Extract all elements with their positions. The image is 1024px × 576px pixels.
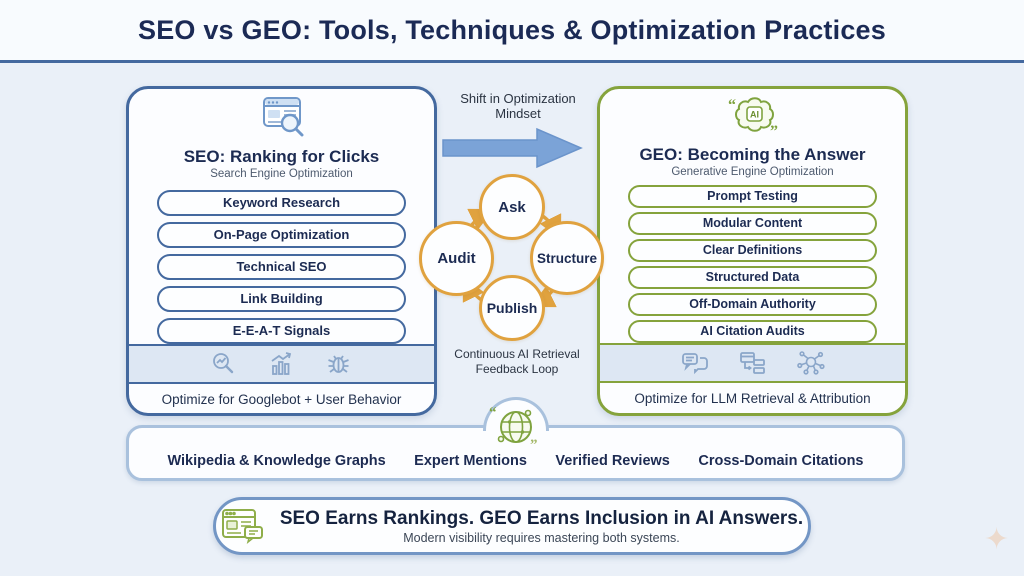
ai-brain-quote-icon: “ AI ” [728, 97, 778, 140]
webpage-chat-icon [221, 509, 263, 544]
citation-item: Expert Mentions [414, 453, 527, 469]
banner-text: SEO Earns Rankings. GEO Earns Inclusion … [280, 508, 803, 545]
seo-panel-footer: Optimize for Googlebot + User Behavior [161, 392, 402, 407]
citation-item: Verified Reviews [555, 453, 670, 469]
loop-step-audit: Audit [419, 221, 494, 296]
geo-panel-subtitle: Generative Engine Optimization [671, 166, 834, 178]
network-nodes-icon [796, 351, 825, 375]
loop-caption: Continuous AI Retrieval Feedback Loop [454, 347, 580, 376]
seo-practice-pill: E-E-A-T Signals [157, 318, 406, 344]
sparkle-watermark: ✦ [984, 523, 1010, 556]
loop-step-ask: Ask [479, 174, 545, 240]
geo-panel: “ AI ” GEO: Becoming the Answer Generati… [597, 86, 908, 416]
citation-item: Cross-Domain Citations [698, 453, 864, 469]
geo-icon-band [600, 343, 905, 383]
geo-practice-pill: Prompt Testing [628, 185, 877, 208]
search-analytics-icon [213, 353, 234, 374]
seo-practice-pill: On-Page Optimization [157, 222, 406, 248]
svg-text:”: ” [530, 437, 538, 453]
seo-practice-pill: Technical SEO [157, 254, 406, 280]
seo-panel: SEO: Ranking for Clicks Search Engine Op… [126, 86, 437, 416]
loop-step-publish: Publish [479, 275, 545, 341]
banner-subline: Modern visibility requires mastering bot… [403, 530, 680, 545]
seo-panel-title: SEO: Ranking for Clicks [183, 147, 380, 166]
svg-text:AI: AI [750, 110, 759, 120]
citations-bar: “ ” Wikipedia & Knowledge Graphs Expert M… [126, 397, 905, 481]
loop-step-structure: Structure [530, 221, 604, 295]
seo-panel-head: SEO: Ranking for Clicks Search Engine Op… [129, 89, 434, 180]
modular-blocks-icon [739, 352, 765, 374]
globe-quote-icon: “ ” [489, 405, 538, 453]
summary-banner: SEO Earns Rankings. GEO Earns Inclusion … [213, 497, 811, 555]
svg-text:“: “ [489, 405, 497, 421]
page-title: SEO vs GEO: Tools, Techniques & Optimiza… [138, 14, 886, 45]
citation-item: Wikipedia & Knowledge Graphs [167, 453, 386, 469]
banner-headline: SEO Earns Rankings. GEO Earns Inclusion … [279, 507, 804, 529]
header-bar: SEO vs GEO: Tools, Techniques & Optimiza… [0, 0, 1024, 63]
chat-bubbles-icon [681, 353, 708, 375]
crawler-bug-icon [328, 355, 349, 373]
geo-practice-pill: AI Citation Audits [628, 320, 877, 343]
geo-practice-pill: Off-Domain Authority [628, 293, 877, 316]
growth-chart-icon [271, 352, 292, 375]
seo-practice-pill: Keyword Research [157, 190, 406, 216]
geo-panel-footer: Optimize for LLM Retrieval & Attribution [634, 391, 871, 406]
shift-mindset-label: Shift in Optimization Mindset [460, 91, 576, 122]
geo-practice-pill: Structured Data [628, 266, 877, 289]
geo-panel-head: “ AI ” GEO: Becoming the Answer Generati… [600, 89, 905, 178]
seo-icon-band [129, 344, 434, 384]
webpage-search-icon [262, 97, 303, 137]
shift-arrow-icon [442, 127, 583, 169]
geo-panel-title: GEO: Becoming the Answer [639, 145, 866, 164]
seo-practice-pill: Link Building [157, 286, 406, 312]
seo-panel-subtitle: Search Engine Optimization [210, 168, 353, 180]
geo-practice-pill: Clear Definitions [628, 239, 877, 262]
geo-practice-pill: Modular Content [628, 212, 877, 235]
svg-text:“: “ [728, 97, 736, 114]
svg-text:”: ” [770, 123, 778, 138]
